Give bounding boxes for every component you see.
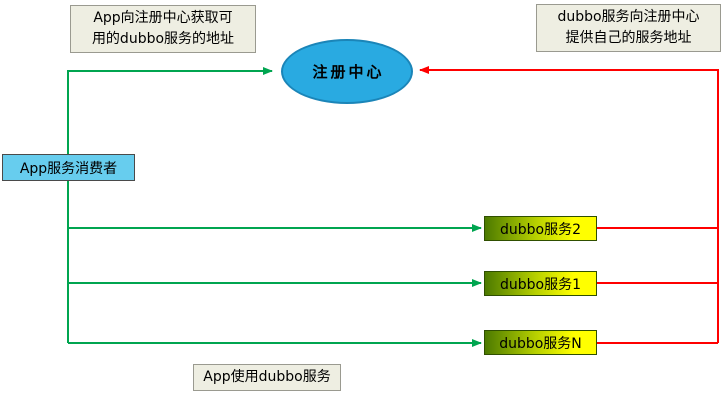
green-connectors: [67, 67, 482, 347]
services-to-registry-arrow: [419, 66, 719, 343]
service-node-n: dubbo服务N: [484, 330, 597, 355]
red-connectors: [419, 66, 719, 344]
consumer-node: App服务消费者: [2, 154, 135, 181]
registry-node: 注册中心: [281, 39, 413, 104]
note-top-left: App向注册中心获取可 用的dubbo服务的地址: [70, 5, 256, 53]
note-top-right: dubbo服务向注册中心 提供自己的服务地址: [536, 4, 721, 52]
service-node-2: dubbo服务2: [484, 216, 597, 241]
consumer-to-registry-arrow: [67, 67, 273, 343]
note-bottom: App使用dubbo服务: [193, 364, 341, 391]
service-node-1: dubbo服务1: [484, 271, 597, 296]
